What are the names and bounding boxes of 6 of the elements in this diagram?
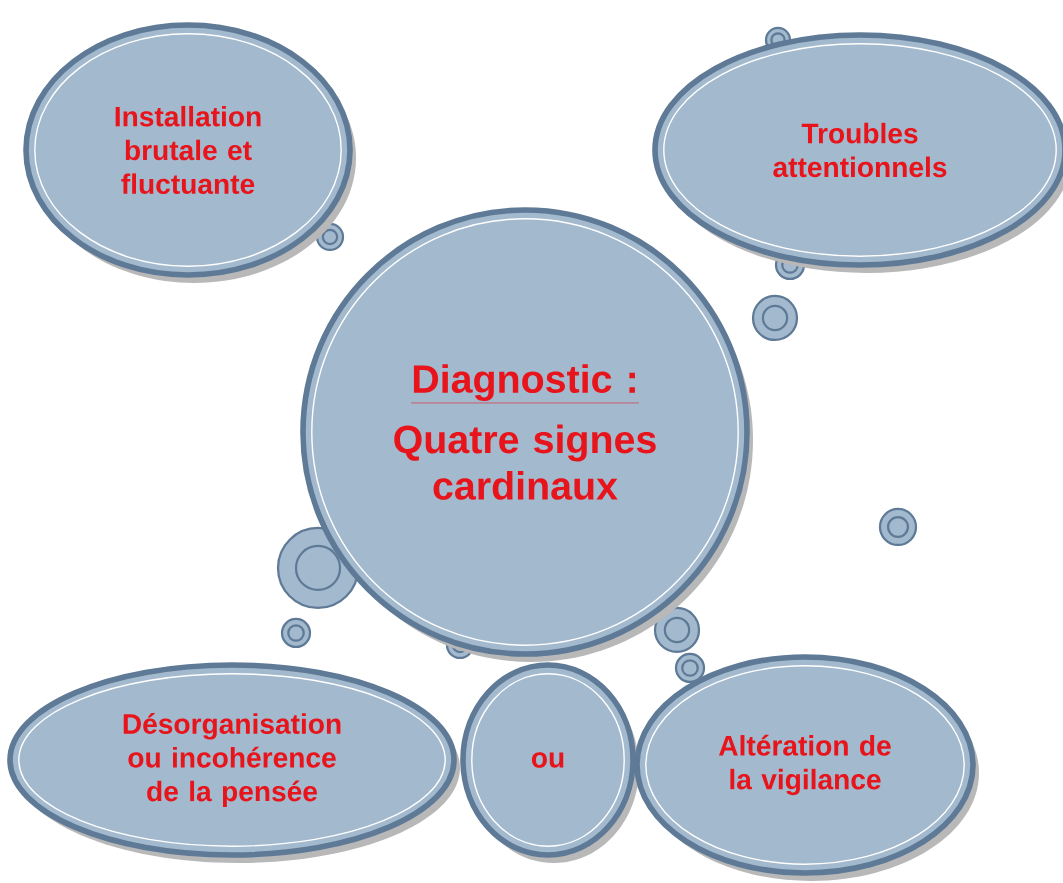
circle-bubble: Diagnostic : Quatre signes cardinaux xyxy=(300,207,753,662)
ellipse-bubble: Installation brutale et fluctuante xyxy=(23,22,356,283)
ellipse-bubble: Désorganisation ou incohérence de la pensée xyxy=(7,662,460,863)
ellipse-bubble: Altération de la vigilance xyxy=(634,654,979,881)
ellipse-bubble: ou xyxy=(460,662,639,863)
ellipse-bubble: Troubles attentionnels xyxy=(652,32,1063,273)
